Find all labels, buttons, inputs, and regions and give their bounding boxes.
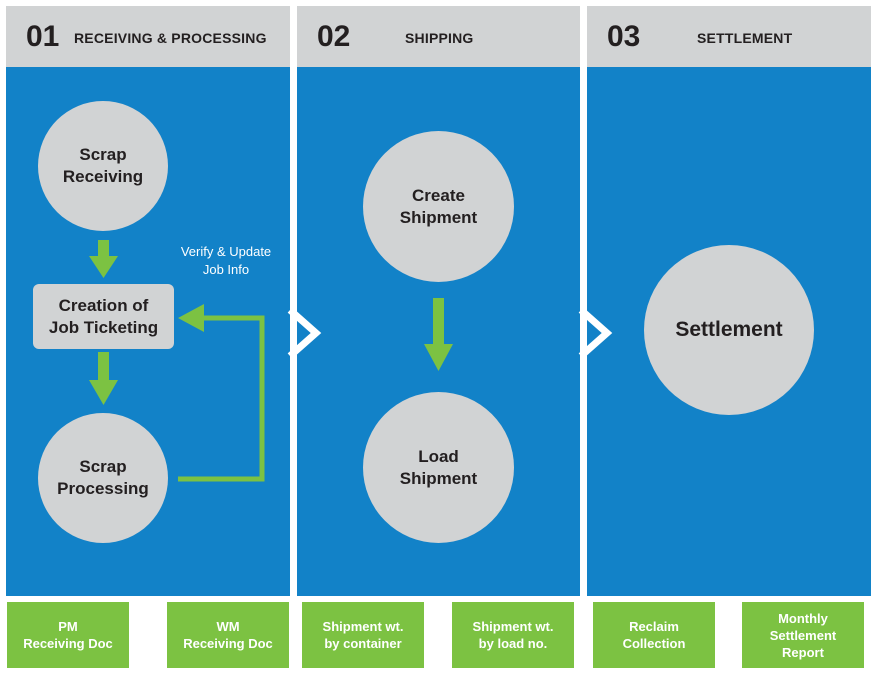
stage-number: 01: [26, 20, 60, 53]
stage-title: SHIPPING: [405, 30, 474, 46]
arrow-head: [89, 380, 118, 405]
doc-shipment-by-container: Shipment wt. by container: [302, 602, 424, 668]
arrow-shaft: [433, 298, 444, 346]
doc-monthly-settlement-report: Monthly Settlement Report: [742, 602, 864, 668]
doc-label: Reclaim Collection: [622, 619, 686, 651]
arrow-head: [178, 304, 204, 332]
node-label: Settlement: [675, 318, 783, 341]
doc-reclaim-collection: Reclaim Collection: [593, 602, 715, 668]
create-shipment-node: Create Shipment: [363, 131, 514, 282]
doc-label: Shipment wt. by load no.: [472, 619, 554, 651]
doc-pm-receiving: PM Receiving Doc: [7, 602, 129, 668]
node-label: Scrap Processing: [57, 457, 149, 498]
doc-label: Monthly Settlement Report: [769, 610, 837, 660]
doc-label: WM Receiving Doc: [183, 619, 273, 651]
stage-header: 02 SHIPPING: [297, 6, 580, 67]
arrow-shaft: [98, 240, 109, 258]
stage-number: 03: [607, 20, 641, 53]
node-label: Scrap Receiving: [62, 145, 144, 186]
node-label: Creation of Job Ticketing: [48, 295, 159, 337]
arrow-shaft: [98, 352, 109, 382]
doc-shipment-by-load: Shipment wt. by load no.: [452, 602, 574, 668]
stage-header: 01 RECEIVING & PROCESSING: [6, 6, 290, 67]
stage-header: 03 SETTLEMENT: [587, 6, 871, 67]
scrap-processing-node: Scrap Processing: [38, 413, 168, 543]
chevron-separator-1: [287, 307, 322, 359]
stage-title: RECEIVING & PROCESSING: [74, 30, 267, 46]
verify-update-annotation: Verify & Update Job Info: [180, 244, 272, 277]
arrow-head: [89, 256, 118, 278]
node-label: Load Shipment: [399, 446, 478, 488]
doc-wm-receiving: WM Receiving Doc: [167, 602, 289, 668]
stage-number: 02: [317, 20, 351, 53]
stage-title: SETTLEMENT: [697, 30, 793, 46]
doc-label: PM Receiving Doc: [23, 619, 113, 651]
creation-job-ticketing-node: Creation of Job Ticketing: [33, 284, 174, 349]
doc-label: Shipment wt. by container: [322, 619, 404, 651]
node-label: Create Shipment: [399, 185, 478, 227]
chevron-separator-2: [578, 307, 613, 359]
feedback-loop-line: [178, 315, 265, 482]
arrow-head: [424, 344, 453, 371]
settlement-node: Settlement: [644, 245, 814, 415]
scrap-receiving-node: Scrap Receiving: [38, 101, 168, 231]
load-shipment-node: Load Shipment: [363, 392, 514, 543]
